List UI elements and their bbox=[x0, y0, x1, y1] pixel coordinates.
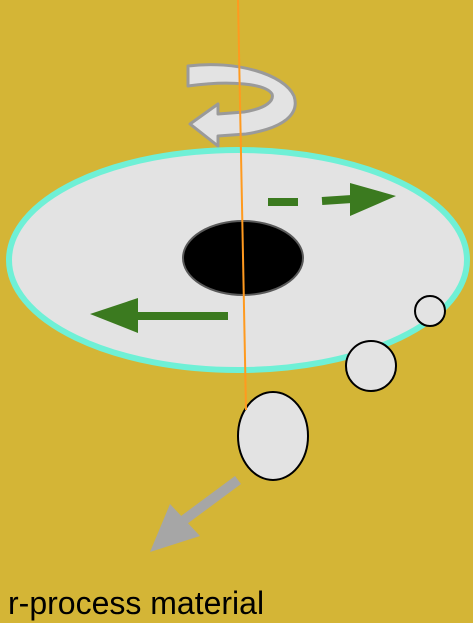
ejected-blob-small bbox=[415, 296, 445, 326]
ejected-blob-medium bbox=[346, 341, 396, 391]
caption-label: r-process material bbox=[8, 583, 264, 623]
ejecta-direction-arrow-icon bbox=[150, 480, 238, 552]
ejected-blob-large bbox=[238, 392, 308, 480]
curved-rotation-arrow-icon bbox=[188, 65, 295, 146]
accretion-disk-diagram bbox=[0, 0, 473, 583]
